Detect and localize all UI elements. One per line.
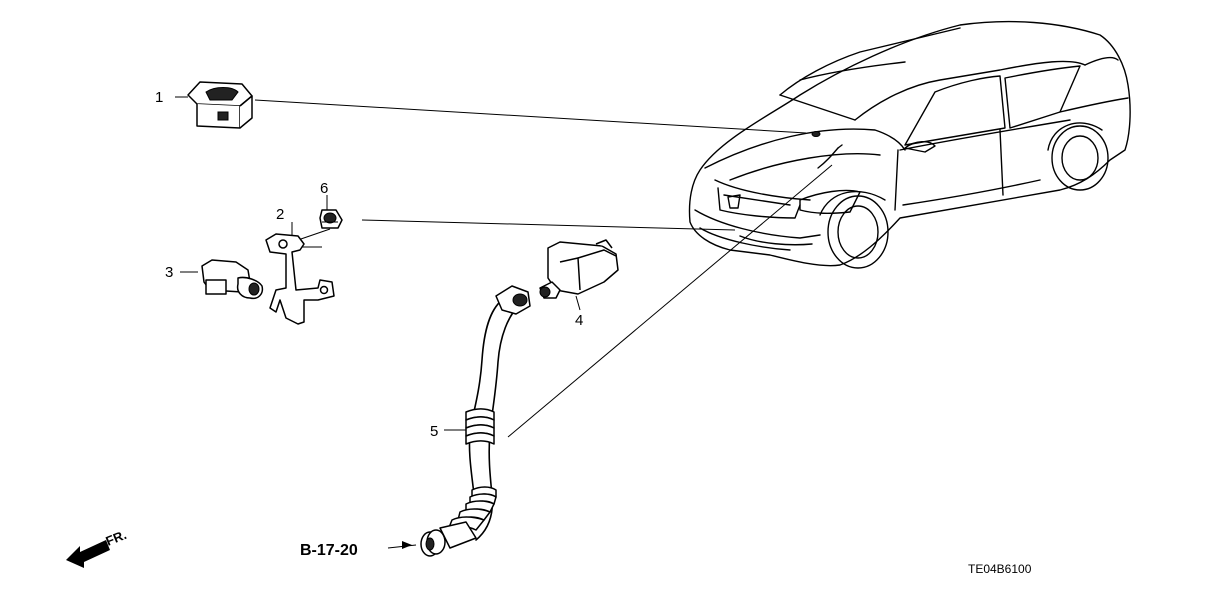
callout-1: 1 xyxy=(155,89,163,106)
callout-numbers: 1 2 3 4 5 6 xyxy=(155,89,583,440)
front-label: FR. xyxy=(104,527,129,549)
diagram-code: TE04B6100 xyxy=(968,562,1032,576)
car-illustration xyxy=(688,20,1131,269)
reference-arrow-icon xyxy=(402,541,412,549)
part-2-bracket xyxy=(265,233,335,325)
reference-label: B-17-20 xyxy=(300,542,358,559)
part-5-hose xyxy=(420,285,531,557)
part-6-clip xyxy=(319,209,343,229)
hose-bellows-middle xyxy=(465,408,495,445)
callout-2: 2 xyxy=(276,206,284,223)
callout-6: 6 xyxy=(320,180,328,197)
callout-5: 5 xyxy=(430,423,438,440)
leader-lines xyxy=(175,96,833,549)
front-direction-indicator: FR. xyxy=(66,527,129,568)
part-1-sensor xyxy=(187,81,253,129)
part-4-aspirator xyxy=(539,239,619,299)
part-3-sensor xyxy=(201,259,264,300)
callout-4: 4 xyxy=(575,312,583,329)
callout-3: 3 xyxy=(165,264,173,281)
front-arrow-icon xyxy=(66,540,110,568)
